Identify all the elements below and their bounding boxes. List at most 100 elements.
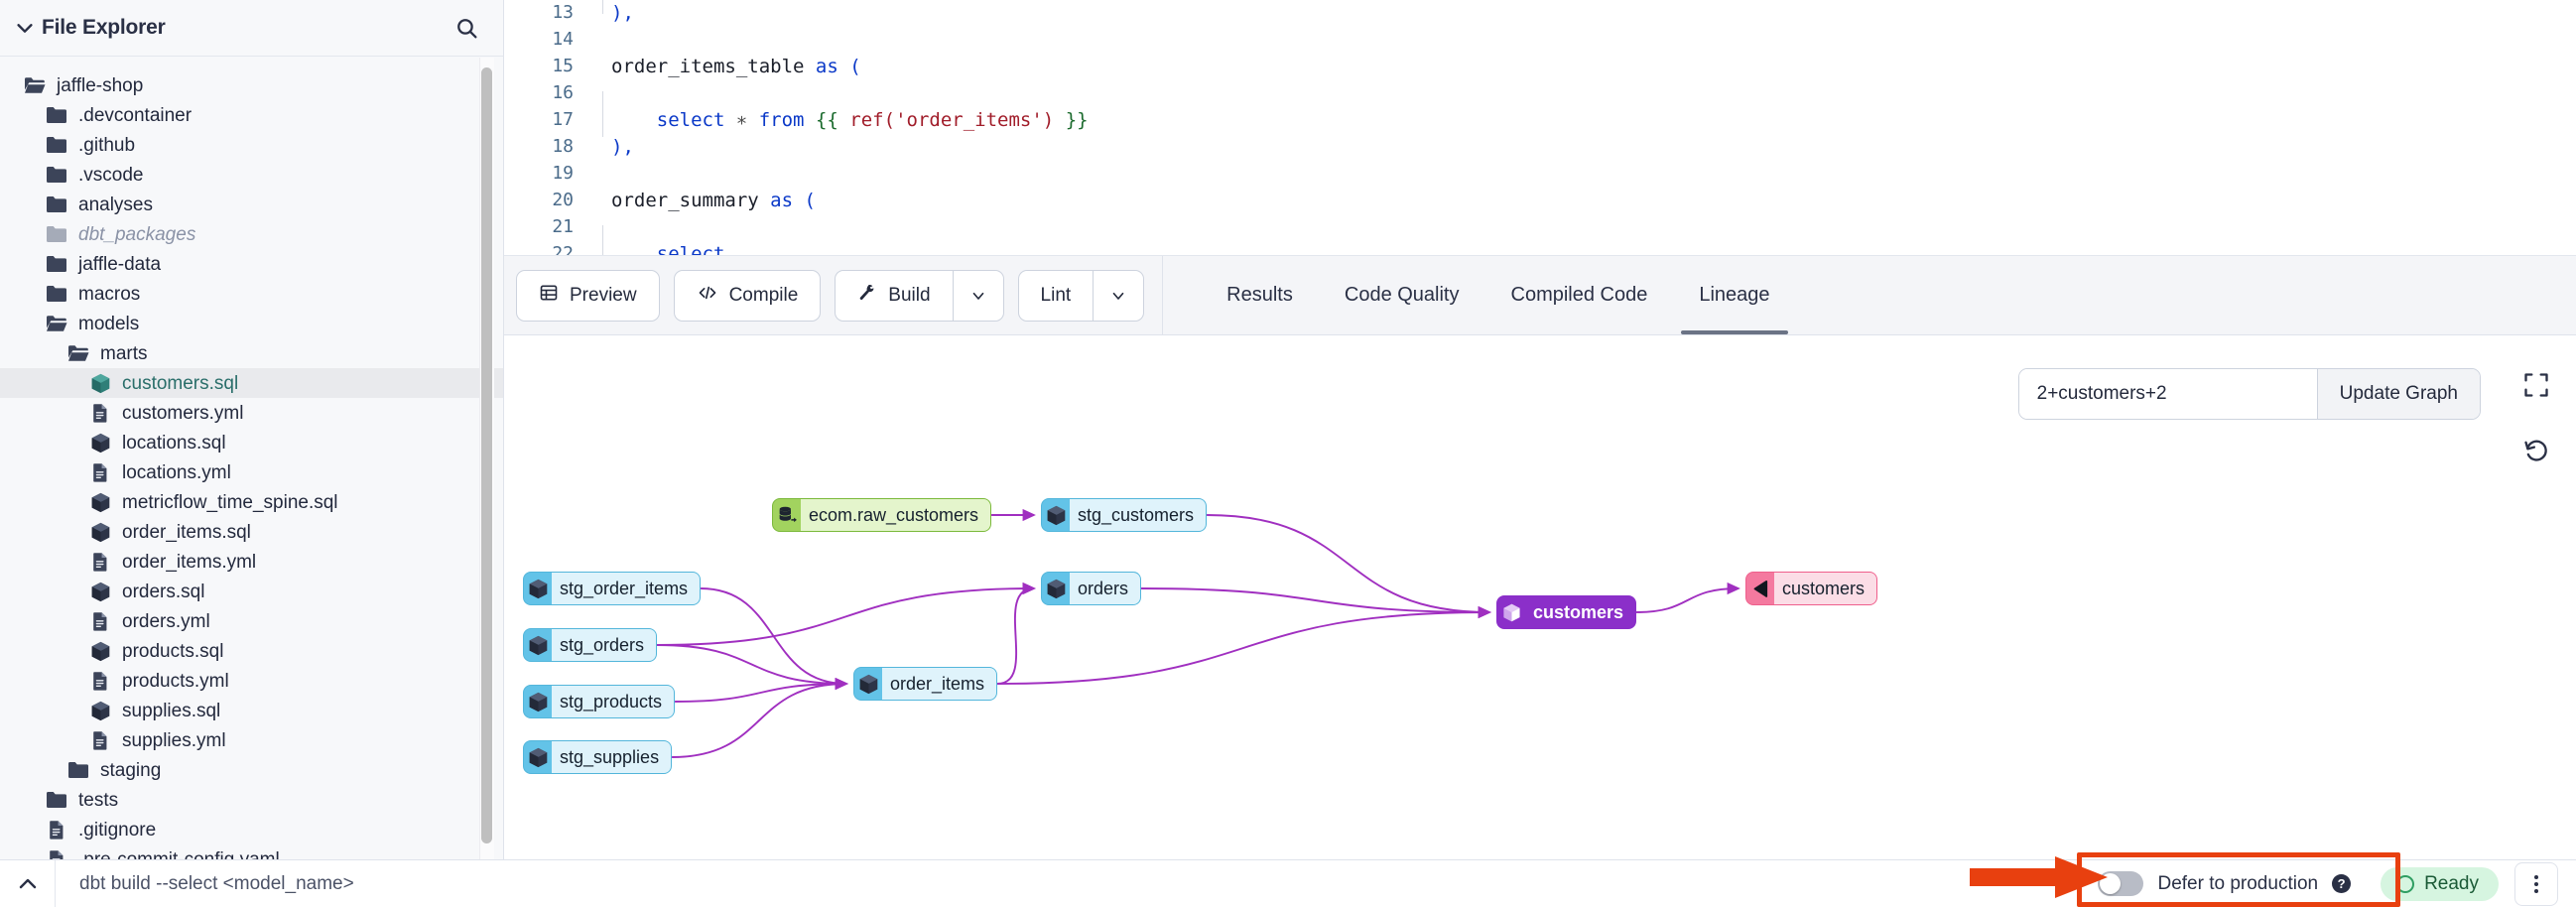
- build-split-button: Build: [835, 269, 1004, 322]
- build-dropdown-caret[interactable]: [952, 269, 1004, 322]
- tree-item-supplies-yml[interactable]: supplies.yml: [0, 725, 503, 755]
- status-badge-label: Ready: [2424, 872, 2479, 894]
- lineage-edge: [997, 582, 1036, 685]
- tree-item-marts[interactable]: marts: [0, 338, 503, 368]
- lineage-edge: [997, 605, 1491, 685]
- tree-item-macros[interactable]: macros: [0, 279, 503, 309]
- yaml-file-icon: [87, 459, 113, 485]
- tree-item-products-sql[interactable]: products.sql: [0, 636, 503, 666]
- lineage-node-stg_customers[interactable]: stg_customers: [1041, 498, 1208, 532]
- lint-button[interactable]: Lint: [1017, 269, 1094, 322]
- update-graph-button[interactable]: Update Graph: [2316, 369, 2480, 419]
- folder-icon: [44, 787, 69, 813]
- tab-compiled-code[interactable]: Compiled Code: [1485, 256, 1674, 334]
- model-cube-icon: [87, 489, 113, 515]
- folder-icon: [44, 132, 69, 158]
- code-text: select ∗ from {{ ref('order_items') }}: [595, 106, 1089, 137]
- tree-item-label: models: [78, 313, 140, 334]
- model-cube-icon: [524, 629, 552, 661]
- lineage-edge: [657, 644, 848, 691]
- code-token: as: [770, 189, 794, 211]
- lineage-node-orders[interactable]: orders: [1041, 572, 1142, 605]
- tree-item-orders-sql[interactable]: orders.sql: [0, 577, 503, 606]
- tree-item-staging[interactable]: staging: [0, 755, 503, 785]
- tree-item--pre-commit-config-yaml[interactable]: .pre-commit-config.yaml: [0, 844, 503, 859]
- lineage-node-ecom_raw_customers[interactable]: ecom.raw_customers: [772, 498, 992, 532]
- tree-item-metricflow-time-spine-sql[interactable]: metricflow_time_spine.sql: [0, 487, 503, 517]
- tree-item--gitignore[interactable]: .gitignore: [0, 815, 503, 844]
- tree-item-label: .vscode: [78, 164, 144, 186]
- folder-icon: [65, 757, 91, 783]
- line-number: 20: [552, 190, 574, 210]
- tab-results[interactable]: Results: [1201, 256, 1319, 334]
- tree-item-order-items-yml[interactable]: order_items.yml: [0, 547, 503, 577]
- yaml-file-icon: [87, 727, 113, 753]
- tree-item--github[interactable]: .github: [0, 130, 503, 160]
- reset-rotate-icon[interactable]: [2516, 431, 2556, 470]
- tree-item-analyses[interactable]: analyses: [0, 190, 503, 219]
- lineage-node-stg_orders[interactable]: stg_orders: [523, 628, 658, 662]
- tree-item-customers-sql[interactable]: customers.sql: [0, 368, 503, 398]
- tab-label: Code Quality: [1344, 284, 1460, 306]
- tree-item--devcontainer[interactable]: .devcontainer: [0, 100, 503, 130]
- tree-item-label: products.sql: [122, 640, 224, 662]
- build-button[interactable]: Build: [835, 269, 953, 322]
- help-question-icon[interactable]: ?: [2332, 874, 2352, 893]
- lineage-node-customers_current[interactable]: customers: [1496, 595, 1637, 629]
- lineage-node-stg_products[interactable]: stg_products: [523, 685, 676, 718]
- compile-button[interactable]: Compile: [673, 269, 822, 322]
- folder-icon: [44, 221, 69, 247]
- tree-item-locations-sql[interactable]: locations.sql: [0, 428, 503, 457]
- code-line: 18),: [504, 133, 2576, 160]
- tree-item-jaffle-shop[interactable]: jaffle-shop: [0, 70, 503, 100]
- graph-selector-input[interactable]: [2018, 369, 2317, 419]
- tree-item--vscode[interactable]: .vscode: [0, 160, 503, 190]
- tree-item-label: locations.sql: [122, 432, 226, 454]
- kebab-menu-icon[interactable]: [2514, 861, 2558, 906]
- file-explorer-title: File Explorer: [42, 16, 166, 39]
- defer-to-production-control[interactable]: Defer to production ?: [2084, 865, 2365, 902]
- line-number: 15: [552, 56, 574, 76]
- tree-item-supplies-sql[interactable]: supplies.sql: [0, 696, 503, 725]
- tab-lineage[interactable]: Lineage: [1673, 256, 1795, 334]
- lineage-node-stg_order_items[interactable]: stg_order_items: [523, 572, 702, 605]
- preview-button[interactable]: Preview: [516, 269, 660, 322]
- expand-fullscreen-icon[interactable]: [2516, 365, 2556, 405]
- lineage-node-label: customers: [1525, 596, 1636, 628]
- tree-item-dbt-packages[interactable]: dbt_packages: [0, 219, 503, 249]
- tree-item-tests[interactable]: tests: [0, 785, 503, 815]
- lineage-node-label: ecom.raw_customers: [801, 499, 991, 531]
- tree-item-products-yml[interactable]: products.yml: [0, 666, 503, 696]
- chevron-down-icon[interactable]: [14, 17, 36, 39]
- tree-item-models[interactable]: models: [0, 309, 503, 338]
- folder-open-icon: [65, 340, 91, 366]
- lineage-node-customers_exposure[interactable]: customers: [1745, 572, 1878, 605]
- lint-split-button: Lint: [1017, 269, 1145, 322]
- lint-button-label: Lint: [1040, 284, 1072, 306]
- code-token: [611, 109, 657, 131]
- sidebar-scrollbar[interactable]: [481, 67, 492, 843]
- tree-item-customers-yml[interactable]: customers.yml: [0, 398, 503, 428]
- defer-to-production-toggle[interactable]: [2098, 871, 2144, 896]
- tab-code-quality[interactable]: Code Quality: [1319, 256, 1485, 334]
- file-explorer-header: File Explorer: [0, 0, 503, 57]
- line-number: 19: [552, 163, 574, 184]
- toggle-knob: [2100, 873, 2122, 894]
- tree-item-locations-yml[interactable]: locations.yml: [0, 457, 503, 487]
- lineage-canvas[interactable]: ecom.raw_customers stg_customers stg_order…: [504, 335, 2576, 859]
- lineage-edge: [1636, 582, 1740, 613]
- tree-item-order-items-sql[interactable]: order_items.sql: [0, 517, 503, 547]
- lineage-node-stg_supplies[interactable]: stg_supplies: [523, 740, 673, 774]
- code-token: as: [815, 55, 838, 77]
- code-line: 21: [504, 213, 2576, 255]
- tree-item-orders-yml[interactable]: orders.yml: [0, 606, 503, 636]
- tree-item-jaffle-data[interactable]: jaffle-data: [0, 249, 503, 279]
- chevron-up-icon[interactable]: [0, 860, 56, 907]
- lint-dropdown-caret[interactable]: [1093, 269, 1145, 322]
- code-token: ),: [611, 1, 634, 24]
- search-icon[interactable]: [451, 13, 481, 43]
- lineage-node-order_items[interactable]: order_items: [853, 667, 998, 701]
